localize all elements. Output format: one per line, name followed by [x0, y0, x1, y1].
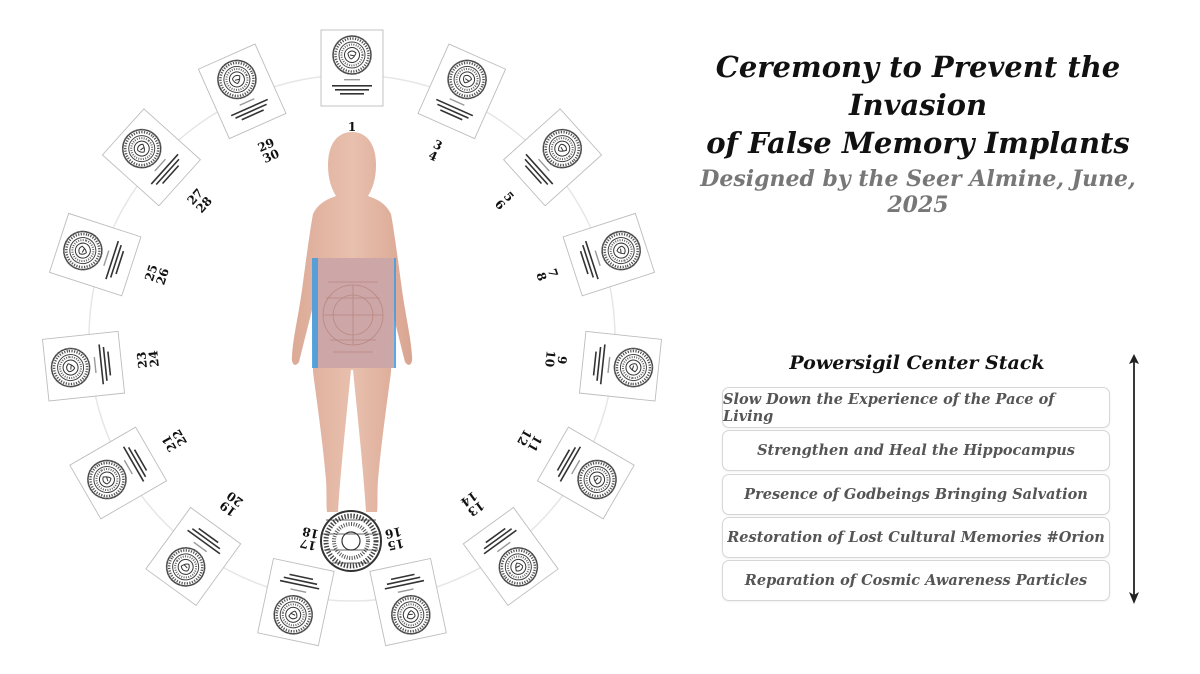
pair-number: 23: [134, 351, 150, 369]
pair-number: 15: [386, 536, 405, 553]
pair-label: 34: [426, 137, 444, 164]
pair-number: 25: [142, 263, 160, 283]
sigil-card: [537, 427, 634, 519]
pair-label: 56: [492, 189, 517, 213]
sigil-card: [321, 30, 383, 106]
sigil-card: [42, 331, 124, 401]
sigil-card: [198, 44, 286, 139]
sigil-card: [579, 331, 661, 401]
stack-item: Strengthen and Heal the Hippocampus: [722, 430, 1110, 472]
pair-number: 4: [426, 148, 439, 164]
page-title-line-1: Ceremony to Prevent the Invasion: [715, 50, 1121, 122]
sigil-card: [563, 213, 654, 295]
sigil-card: [504, 109, 602, 206]
pair-number: 18: [301, 524, 320, 541]
sigil-card: [258, 558, 334, 645]
stack-direction-arrow: [1129, 354, 1139, 604]
sigil-card: [463, 507, 558, 605]
arrow-up-icon: [1129, 354, 1139, 364]
page-subtitle: Designed by the Seer Almine, June, 2025: [700, 166, 1136, 218]
sigil-card: [102, 109, 200, 206]
pair-number: 30: [261, 146, 282, 166]
ceremony-wheel-diagram: 1234567891011121314151617181920212223242…: [0, 0, 700, 674]
sigil-card: [418, 44, 506, 139]
sigil-card: [370, 558, 446, 645]
ground-sigil: [320, 510, 382, 572]
title-block: Ceremony to Prevent the Invasion of Fals…: [668, 48, 1168, 218]
pair-number: 6: [492, 197, 508, 213]
pair-number: 10: [542, 350, 558, 368]
sigil-card: [146, 507, 241, 605]
stack-item: Presence of Godbeings Bringing Salvation: [722, 473, 1110, 515]
pair-label: 910: [542, 350, 569, 368]
pair-number: 16: [384, 524, 403, 541]
pair-number: 7: [545, 267, 561, 279]
sigil-card: [49, 213, 140, 295]
page-title-line-2: of False Memory Implants: [706, 126, 1130, 160]
stack-list: Slow Down the Experience of the Pace of …: [722, 387, 1110, 603]
powersigil-overlay: [312, 258, 396, 368]
arrow-down-icon: [1129, 592, 1139, 604]
pair-number: 17: [299, 536, 318, 553]
pair-number: 1: [348, 120, 356, 134]
pair-number: 24: [146, 350, 162, 368]
stack-item: Restoration of Lost Cultural Memories #O…: [722, 516, 1110, 558]
pair-number: 26: [153, 266, 171, 286]
stack-heading: Powersigil Center Stack: [789, 352, 1045, 374]
stack-item: Slow Down the Experience of the Pace of …: [722, 387, 1110, 428]
pair-number: 8: [533, 270, 549, 282]
pair-number: 9: [554, 355, 569, 365]
sigil-card: [70, 427, 167, 519]
pair-label: 78: [533, 267, 560, 283]
pair-number: 29: [256, 135, 277, 155]
stack-item: Reparation of Cosmic Awareness Particles: [722, 560, 1110, 602]
